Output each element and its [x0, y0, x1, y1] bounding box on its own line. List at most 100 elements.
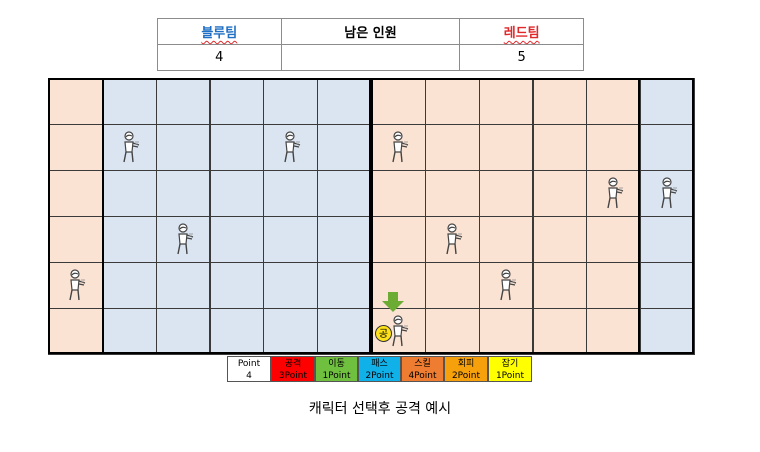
player-figure-icon — [284, 131, 301, 163]
player[interactable] — [655, 176, 679, 210]
field-cell[interactable] — [478, 170, 534, 217]
field-cell[interactable] — [478, 216, 534, 263]
field-cell[interactable] — [640, 78, 695, 125]
field-cell[interactable] — [101, 308, 157, 355]
player-figure-icon — [446, 223, 462, 255]
player-figure-icon — [176, 223, 193, 255]
field-cell[interactable] — [209, 124, 265, 171]
field-cell[interactable] — [317, 124, 372, 171]
field-cell[interactable] — [48, 170, 103, 217]
field-cell[interactable] — [48, 308, 103, 355]
blue-player[interactable] — [63, 268, 87, 302]
field-cell[interactable] — [317, 262, 372, 309]
legend-item-label: 패스 — [371, 359, 388, 369]
field-cell[interactable] — [48, 124, 103, 171]
player-figure-icon — [661, 177, 678, 209]
field-cell[interactable] — [101, 170, 157, 217]
field-cell[interactable] — [317, 216, 372, 263]
field-cell[interactable] — [209, 78, 265, 125]
field-cell[interactable] — [209, 216, 265, 263]
legend-item: 공격 3Point — [271, 356, 315, 382]
field-cell[interactable] — [478, 308, 534, 355]
field-cell[interactable] — [640, 308, 695, 355]
red-player[interactable] — [494, 268, 518, 302]
field-cell[interactable] — [263, 170, 319, 217]
field-cell[interactable] — [532, 124, 588, 171]
player-figure-icon — [392, 315, 409, 347]
field-cell[interactable] — [424, 308, 480, 355]
field-cell[interactable] — [371, 170, 426, 217]
field-cell[interactable] — [371, 78, 426, 125]
remaining-label: 남은 인원 — [280, 18, 461, 45]
field-cell[interactable] — [586, 78, 642, 125]
field-cell[interactable] — [586, 262, 642, 309]
red-team-label: 레드팀 — [459, 18, 584, 45]
field-cell[interactable] — [424, 170, 480, 217]
game-field: 공 — [48, 78, 695, 355]
field-cell[interactable] — [478, 78, 534, 125]
field-cell[interactable] — [424, 78, 480, 125]
scoreboard: 블루팀 남은 인원 레드팀 4 5 — [157, 18, 584, 71]
field-cell[interactable] — [101, 216, 157, 263]
red-player[interactable] — [386, 130, 410, 164]
legend-item: 패스 2Point — [358, 356, 401, 382]
field-cell[interactable] — [155, 170, 211, 217]
red-player[interactable] — [601, 176, 625, 210]
field-cell[interactable] — [317, 78, 372, 125]
field-cell[interactable] — [640, 124, 695, 171]
field-cell[interactable] — [424, 124, 480, 171]
legend-item-points: 4Point — [408, 371, 437, 381]
legend-item-points: 2Point — [365, 371, 394, 381]
field-cell[interactable] — [532, 78, 588, 125]
blue-player[interactable] — [171, 222, 195, 256]
blue-player[interactable] — [278, 130, 302, 164]
field-cell[interactable] — [48, 216, 103, 263]
field-cell[interactable] — [101, 78, 157, 125]
field-cell[interactable] — [532, 216, 588, 263]
field-cell[interactable] — [155, 124, 211, 171]
field-cell[interactable] — [155, 308, 211, 355]
field-cell[interactable] — [532, 170, 588, 217]
field-cell[interactable] — [209, 262, 265, 309]
blue-player[interactable] — [117, 130, 141, 164]
field-cell[interactable] — [586, 124, 642, 171]
red-team-count: 5 — [459, 44, 584, 71]
player-figure-icon — [392, 131, 409, 163]
field-cell[interactable] — [263, 308, 319, 355]
field-cell[interactable] — [317, 170, 372, 217]
field-cell[interactable] — [263, 262, 319, 309]
field-cell[interactable] — [640, 262, 695, 309]
field-cell[interactable] — [48, 78, 103, 125]
legend-item: 이동 1Point — [315, 356, 358, 382]
field-cell[interactable] — [209, 170, 265, 217]
field-cell[interactable] — [424, 262, 480, 309]
legend-item-label: 이동 — [328, 359, 345, 369]
field-cell[interactable] — [263, 216, 319, 263]
field-cell[interactable] — [317, 308, 372, 355]
field-cell[interactable] — [478, 124, 534, 171]
legend-item-points: 1Point — [322, 371, 351, 381]
player-figure-icon — [499, 269, 516, 301]
red-player[interactable] — [440, 222, 464, 256]
caption: 캐릭터 선택후 공격 예시 — [308, 401, 452, 417]
field-cell[interactable] — [640, 216, 695, 263]
legend-item-points: 3Point — [278, 371, 308, 381]
field-cell[interactable] — [371, 216, 426, 263]
field-cell[interactable] — [586, 308, 642, 355]
field-cell[interactable] — [101, 262, 157, 309]
field-cell[interactable] — [532, 262, 588, 309]
blue-team-label: 블루팀 — [157, 18, 282, 45]
red-player[interactable] — [386, 314, 410, 348]
legend-item-points: 1Point — [495, 371, 525, 381]
legend-item-label: 스킬 — [414, 359, 431, 369]
field-cell[interactable] — [532, 308, 588, 355]
field-cell[interactable] — [263, 78, 319, 125]
field-cell[interactable] — [209, 308, 265, 355]
field-cell[interactable] — [155, 78, 211, 125]
field-cell[interactable] — [586, 216, 642, 263]
legend-item-label: 공격 — [284, 359, 302, 369]
field-cell[interactable] — [155, 262, 211, 309]
